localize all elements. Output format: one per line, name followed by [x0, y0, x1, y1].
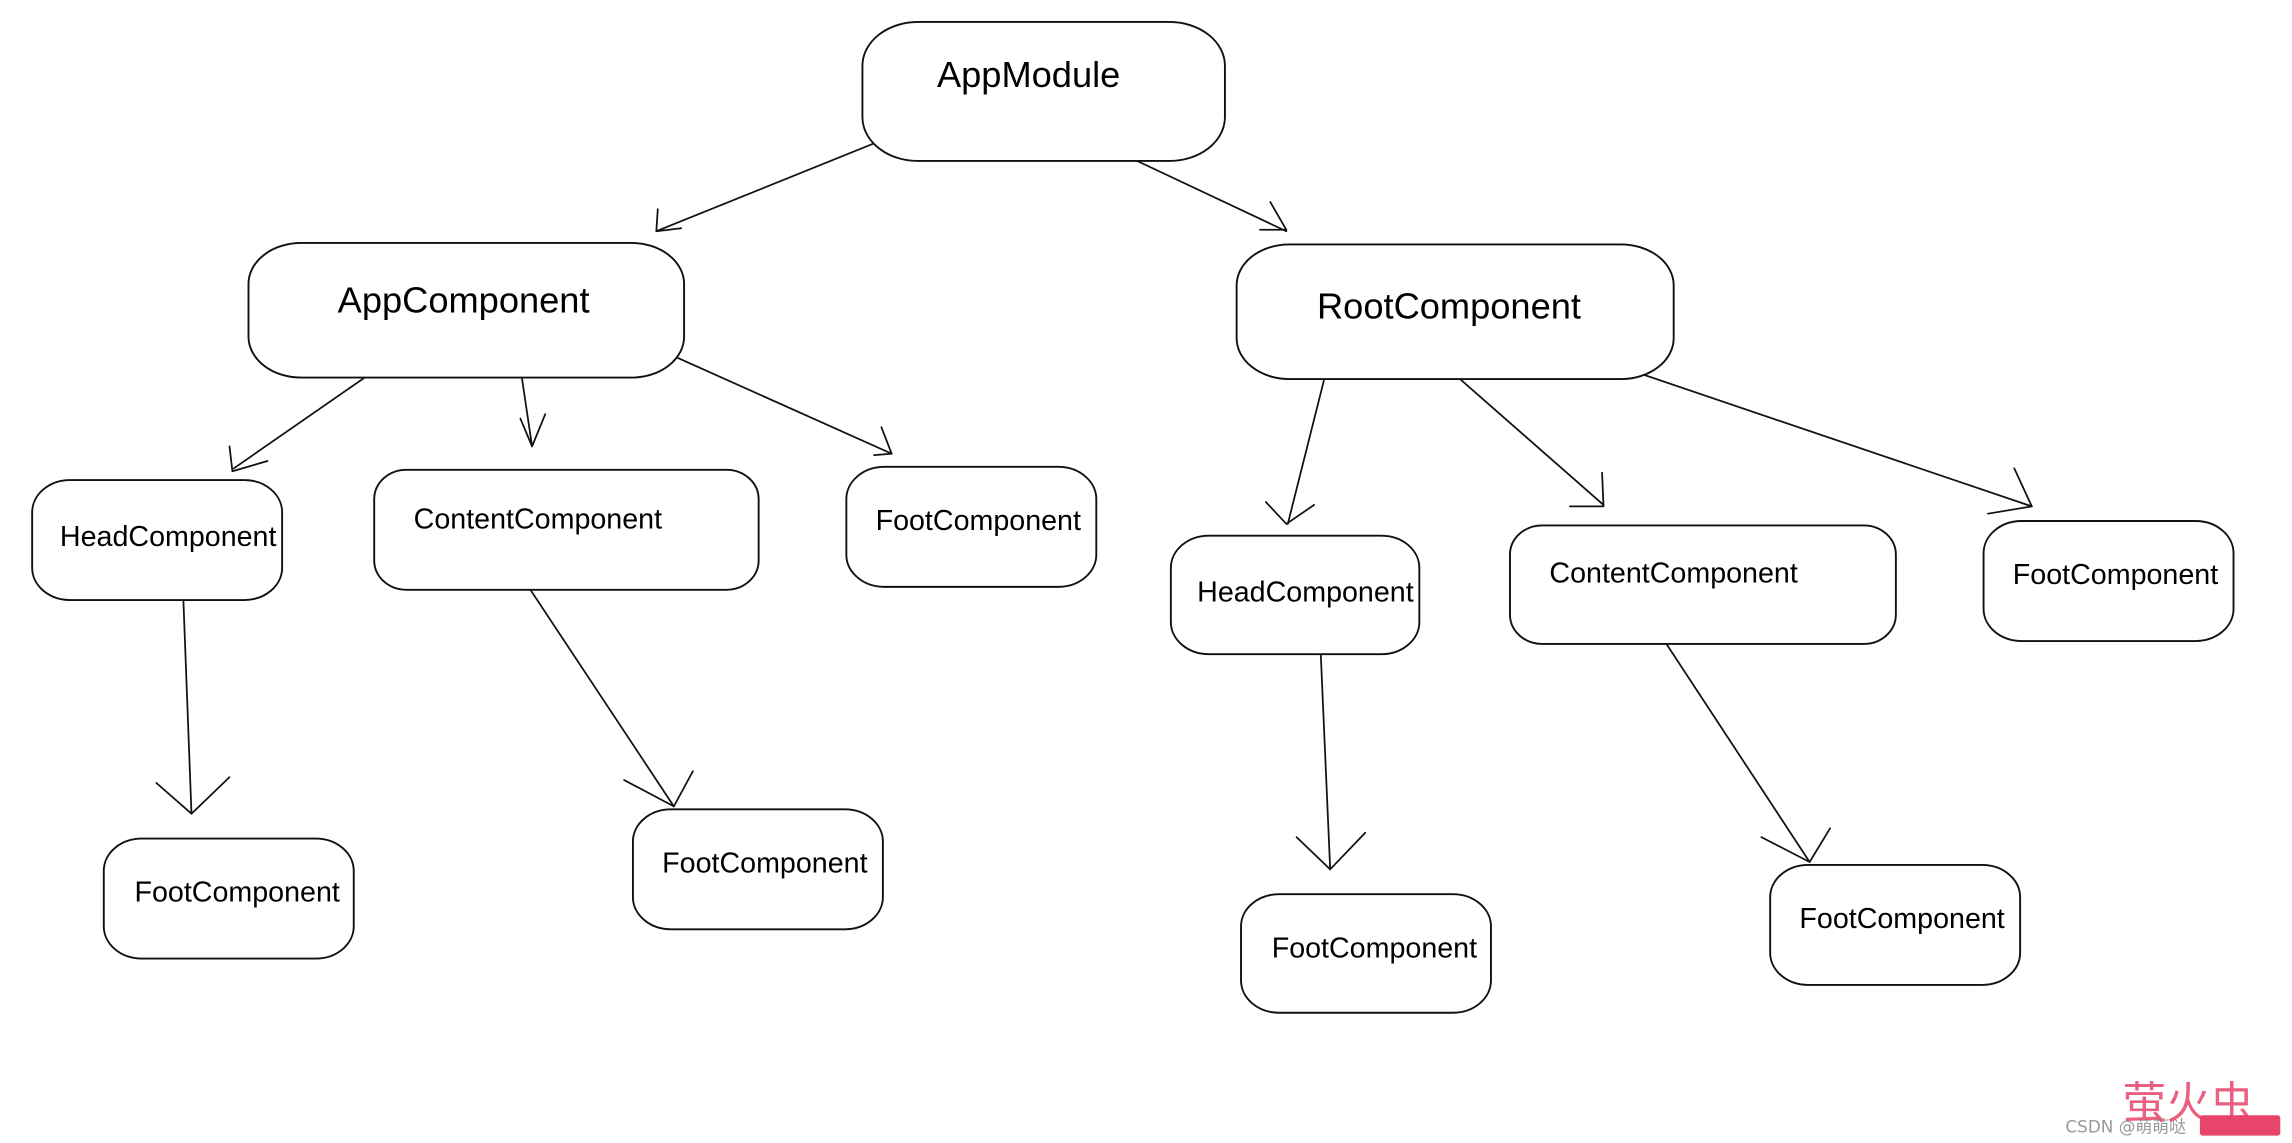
node-box	[845, 465, 1098, 588]
arrowhead-icon	[1987, 467, 2033, 515]
edge-line	[181, 581, 193, 815]
node-label: AppComponent	[338, 280, 590, 321]
node-root-head-footcomponent: FootComponent	[1240, 893, 1492, 1014]
edge-line	[1319, 634, 1332, 871]
arrowhead-icon	[155, 776, 231, 815]
node-label: FootComponent	[1799, 903, 2004, 935]
node-box	[1769, 863, 2022, 986]
node-box	[373, 468, 760, 591]
edge-app-head-to-footcomponent	[155, 581, 231, 815]
node-box	[1240, 893, 1492, 1014]
arrowhead-icon	[1259, 201, 1288, 231]
node-app-contentcomponent: ContentComponent	[373, 468, 760, 591]
arrowhead-icon	[1264, 501, 1315, 525]
node-label: ContentComponent	[414, 504, 662, 536]
node-box	[102, 837, 355, 960]
node-label: ContentComponent	[1549, 558, 1797, 590]
arrowhead-icon	[519, 413, 547, 448]
node-root-content-footcomponent: FootComponent	[1769, 863, 2022, 986]
node-box	[31, 479, 284, 601]
node-box	[247, 241, 686, 379]
node-root-footcomponent: FootComponent	[1982, 520, 2235, 642]
edge-rootcomponent-to-footcomponent	[1577, 351, 2033, 515]
node-app-head-footcomponent: FootComponent	[102, 837, 355, 960]
node-label: HeadComponent	[60, 521, 277, 553]
node-box	[631, 808, 884, 931]
node-appcomponent: AppComponent	[247, 241, 686, 379]
edge-root-head-to-footcomponent	[1295, 634, 1367, 871]
arrowhead-icon	[1760, 827, 1831, 863]
watermark: CSDN @萌萌哒 萤火虫	[2065, 1078, 2281, 1137]
watermark-source: CSDN @萌萌哒	[2065, 1117, 2186, 1137]
arrowhead-icon	[1569, 471, 1605, 508]
watermark-badge	[2199, 1115, 2281, 1136]
node-label: HeadComponent	[1197, 577, 1414, 609]
arrowhead-icon	[228, 445, 269, 473]
arrowhead-icon	[873, 426, 893, 457]
node-label: FootComponent	[876, 505, 1081, 537]
node-label: FootComponent	[134, 877, 339, 909]
node-box	[1235, 243, 1675, 380]
node-label: FootComponent	[2013, 559, 2218, 591]
node-box	[861, 21, 1226, 162]
node-box	[1509, 524, 1897, 645]
node-app-footcomponent: FootComponent	[845, 465, 1098, 588]
node-label: FootComponent	[662, 847, 867, 879]
node-app-content-footcomponent: FootComponent	[631, 808, 884, 931]
node-box	[1169, 534, 1421, 656]
edge-line	[1577, 351, 2033, 508]
arrowhead-icon	[1295, 831, 1367, 871]
node-root-contentcomponent: ContentComponent	[1509, 524, 1897, 645]
arrowhead-icon	[623, 770, 694, 808]
node-label: AppModule	[937, 54, 1120, 95]
node-root-headcomponent: HeadComponent	[1169, 534, 1421, 656]
node-label: FootComponent	[1272, 932, 1477, 964]
node-rootcomponent: RootComponent	[1235, 243, 1675, 380]
node-app-headcomponent: HeadComponent	[31, 479, 284, 601]
node-label: RootComponent	[1317, 285, 1581, 326]
node-box	[1982, 520, 2235, 642]
node-appmodule: AppModule	[861, 21, 1226, 162]
arrowhead-icon	[655, 208, 683, 233]
